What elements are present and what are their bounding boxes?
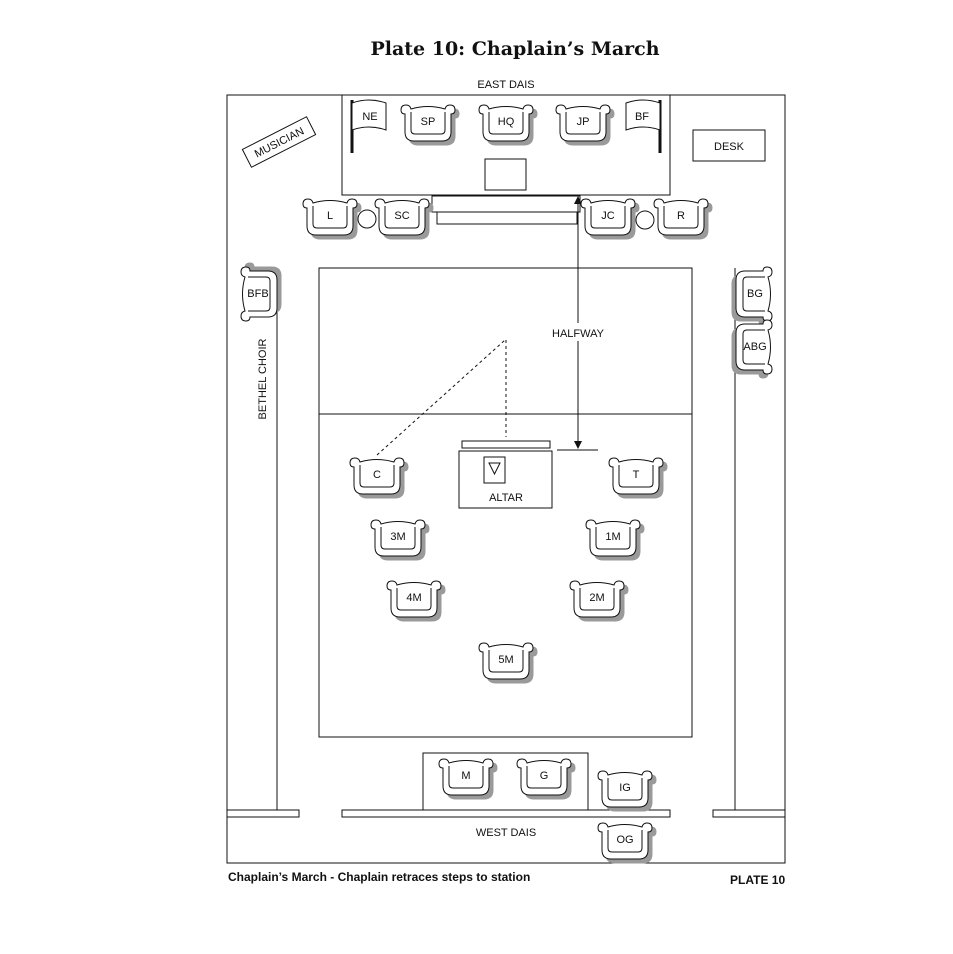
chair-g: G xyxy=(516,758,576,800)
triangle-icon xyxy=(488,462,501,476)
chair-label-5m: 5M xyxy=(498,654,513,666)
flag-label-ne: NE xyxy=(362,111,377,123)
altar-book xyxy=(483,456,506,484)
chair-3m: 3M xyxy=(370,519,430,561)
east-dais-label: EAST DAIS xyxy=(477,79,534,91)
chair-label-jc: JC xyxy=(601,210,615,222)
west-dais-label: WEST DAIS xyxy=(476,827,536,839)
chair-sp: SP xyxy=(400,104,460,146)
musician-station: MUSICIAN xyxy=(241,116,317,168)
flags-layer: NE BF xyxy=(350,99,662,153)
chair-sc: SC xyxy=(374,198,434,240)
chair-label-sc: SC xyxy=(394,210,409,222)
chair-og: OG xyxy=(597,822,657,864)
desk-label: DESK xyxy=(714,141,745,153)
lodge-floor xyxy=(318,267,693,738)
chair-label-2m: 2M xyxy=(589,592,604,604)
chair-jc: JC xyxy=(580,198,640,240)
chair-label-jp: JP xyxy=(577,116,590,128)
chair-label-ig: IG xyxy=(619,782,631,794)
chair-bfb: BFB xyxy=(240,262,282,322)
altar-label: ALTAR xyxy=(489,492,523,504)
halfway-label-bg xyxy=(548,323,610,341)
flag-bf: BF xyxy=(625,99,662,153)
chair-hq: HQ xyxy=(478,104,538,146)
bethel-choir-label: BETHEL CHOIR xyxy=(257,339,269,420)
dais-pedestal xyxy=(484,158,527,191)
flag-label-bf: BF xyxy=(635,111,649,123)
chairs-layer: SP HQ JP L SC JC R BFB BG ABG C T 3M 1M 4M 2M 5M M G IG OG xyxy=(240,104,773,864)
east-dais xyxy=(341,94,671,196)
chair-m: M xyxy=(438,758,498,800)
east-step-lower xyxy=(436,211,578,225)
chair-1m: 1M xyxy=(585,519,645,561)
chair-2m: 2M xyxy=(569,580,629,622)
chair-label-og: OG xyxy=(616,834,633,846)
chair-label-c: C xyxy=(373,469,381,481)
chair-abg: ABG xyxy=(731,319,773,379)
chair-label-bg: BG xyxy=(747,288,763,300)
chair-label-g: G xyxy=(540,770,549,782)
chair-label-abg: ABG xyxy=(743,341,766,353)
plate-caption: Chaplain’s March - Chaplain retraces ste… xyxy=(228,870,531,884)
chair-label-r: R xyxy=(677,210,685,222)
chair-c: C xyxy=(349,457,409,499)
chair-label-bfb: BFB xyxy=(247,288,268,300)
chair-bg: BG xyxy=(731,266,773,326)
chair-label-4m: 4M xyxy=(406,592,421,604)
chair-label-3m: 3M xyxy=(390,531,405,543)
chair-5m: 5M xyxy=(478,642,538,684)
chair-t: T xyxy=(608,457,668,499)
plate-number: PLATE 10 xyxy=(730,873,786,887)
halfway-label: HALFWAY xyxy=(552,328,605,340)
chair-label-m: M xyxy=(461,770,470,782)
flag-ne: NE xyxy=(350,99,387,153)
altar-step xyxy=(461,440,551,449)
desk xyxy=(692,129,766,162)
chair-label-1m: 1M xyxy=(605,531,620,543)
station-circle-right xyxy=(635,210,655,230)
chaplain-path-diagonal xyxy=(376,339,506,456)
chair-l: L xyxy=(302,198,362,240)
chair-4m: 4M xyxy=(386,580,446,622)
west-step-right xyxy=(712,809,786,818)
west-step-center xyxy=(341,809,671,818)
plate-title: Plate 10: Chaplain’s March xyxy=(370,38,660,60)
chair-label-hq: HQ xyxy=(498,116,515,128)
east-step-upper xyxy=(431,195,581,213)
chair-jp: JP xyxy=(555,104,615,146)
station-circle-left xyxy=(357,209,377,229)
chair-label-sp: SP xyxy=(421,116,436,128)
chair-r: R xyxy=(653,198,713,240)
west-step-left xyxy=(226,809,300,818)
chair-ig: IG xyxy=(597,770,657,812)
chair-label-t: T xyxy=(633,469,640,481)
chair-label-l: L xyxy=(327,210,333,222)
